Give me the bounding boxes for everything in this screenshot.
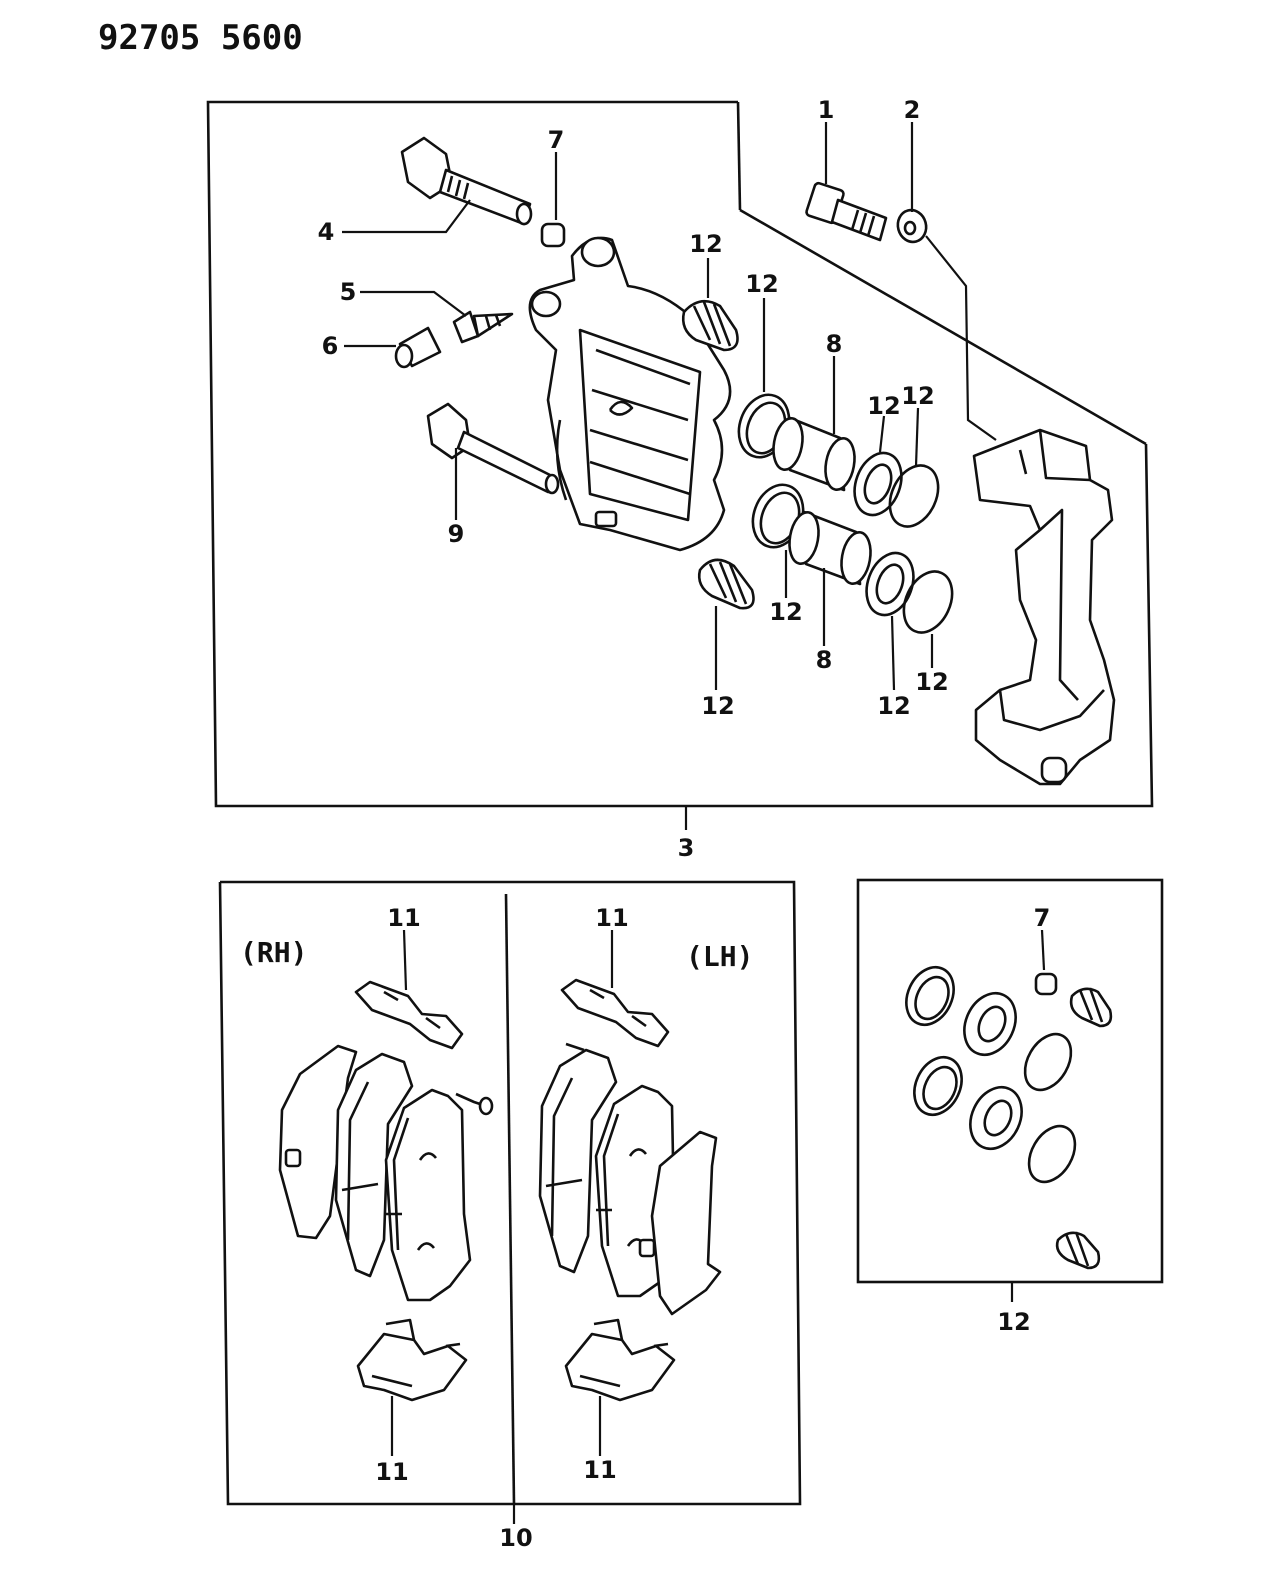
piston-boot-lower xyxy=(865,551,915,617)
callout-8-lower: 8 xyxy=(816,646,833,674)
callout-11-rh-upper: 11 xyxy=(387,904,420,932)
anti-squeal-shim-rh xyxy=(278,1044,358,1240)
pad-clip-rh-upper xyxy=(354,980,464,1050)
dust-boot-upper xyxy=(681,299,739,352)
callout-7-top: 7 xyxy=(548,126,565,154)
callout-9: 9 xyxy=(448,520,465,548)
callout-1: 1 xyxy=(818,96,835,124)
brake-pad-set-frame xyxy=(218,880,802,1506)
pad-clip-rh-lower xyxy=(356,1318,468,1402)
callout-8-upper: 8 xyxy=(826,330,843,358)
label-rh: (RH) xyxy=(240,936,307,969)
snap-ring-upper xyxy=(888,464,940,528)
callout-11-lh-upper: 11 xyxy=(595,904,628,932)
caliper-assembly-frame xyxy=(206,100,1154,808)
piston-upper xyxy=(772,416,856,492)
callout-11-rh-lower: 11 xyxy=(375,1458,408,1486)
caliper-frame-diagonal-2 xyxy=(739,208,1147,446)
diagram-code: 92705 5600 xyxy=(98,18,303,58)
caliper-body xyxy=(528,236,732,552)
callout-12-pboot-lower: 12 xyxy=(877,692,910,720)
bolt-part-1 xyxy=(805,181,888,242)
snap-ring-lower xyxy=(902,570,954,634)
callout-10: 10 xyxy=(499,1524,532,1552)
pad-set-divider xyxy=(504,893,516,1505)
brake-pad-lh-outer xyxy=(538,1042,618,1274)
bleeder-cap-part-6 xyxy=(394,326,442,369)
callout-11-lh-lower: 11 xyxy=(583,1456,616,1484)
nut-part-2 xyxy=(896,208,928,244)
callout-6: 6 xyxy=(322,332,339,360)
guide-pin-part-4 xyxy=(400,136,533,226)
label-lh: (LH) xyxy=(686,940,753,973)
piston-boot-upper xyxy=(853,451,903,517)
dust-boot-lower xyxy=(697,558,755,610)
callout-2: 2 xyxy=(904,96,921,124)
callout-12-ring-lower: 12 xyxy=(915,668,948,696)
callout-12-boot-lower: 12 xyxy=(701,692,734,720)
pad-clip-lh-upper xyxy=(560,978,670,1048)
piston-lower xyxy=(788,510,872,586)
anti-squeal-shim-lh xyxy=(638,1130,722,1316)
callout-12-kit: 12 xyxy=(997,1308,1030,1336)
callout-12-ring-upper: 12 xyxy=(901,382,934,410)
callout-7-kit: 7 xyxy=(1034,904,1051,932)
bleeder-screw-part-5 xyxy=(452,310,514,344)
pad-clip-lh-lower xyxy=(564,1318,676,1402)
brake-pad-rh-outer xyxy=(334,1052,414,1278)
caliper-frame-diagonal xyxy=(736,101,742,211)
callout-12-pboot-upper: 12 xyxy=(867,392,900,420)
cap-part-7 xyxy=(540,222,566,248)
callout-12-boot-upper: 12 xyxy=(689,230,722,258)
seal-kit-parts xyxy=(905,965,1113,1270)
guide-pin-part-9 xyxy=(426,402,560,495)
callout-12-seal-upper: 12 xyxy=(745,270,778,298)
callout-5: 5 xyxy=(340,278,357,306)
brake-pad-rh-inner xyxy=(384,1088,472,1302)
caliper-support-bracket xyxy=(972,428,1116,786)
wear-indicator-rh xyxy=(455,1092,494,1116)
callout-12-seal-lower: 12 xyxy=(769,598,802,626)
seal-kit-frame xyxy=(856,878,1164,1284)
callout-3: 3 xyxy=(678,834,695,862)
callout-4: 4 xyxy=(318,218,335,246)
